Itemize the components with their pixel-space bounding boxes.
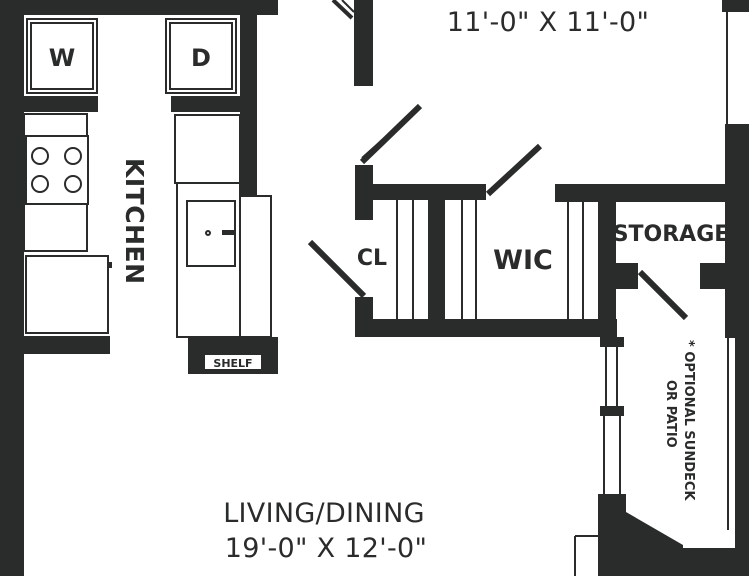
wic-door [485,143,543,197]
shelf-plate [203,353,263,371]
left-exterior-wall [0,0,24,576]
bedroom-door-swing [331,0,354,20]
kitchen-label: KITCHEN [120,158,149,285]
bedroom-wall-stub [354,0,373,86]
closet-bottom-wall [355,319,617,337]
stove [25,135,89,205]
burner-1 [31,147,49,165]
storage-door [637,269,689,321]
right-exterior-wall-upper [725,124,749,338]
bedroom-door-swing-b [341,0,355,13]
wic-label: WIC [493,245,553,276]
bottom-right-structure [598,494,683,576]
bedroom-dimensions: 11'-0" X 11'-0" [447,7,649,38]
right-upper-counter [174,114,241,184]
dryer-label: D [191,44,211,72]
washer-inner [30,22,94,90]
thin-walls [396,12,729,576]
shelf-label: SHELF [213,357,252,370]
closet-door-bottom [307,239,367,299]
storage-jamb-right [700,263,727,289]
sundeck-note-line2: OR PATIO [663,380,678,448]
refrigerator-handle [108,262,112,268]
patio-door-post-upper [600,337,624,347]
closet-top-wall-b [555,184,727,202]
storage-label: STORAGE [613,222,730,247]
faucet [205,230,211,236]
doors [307,0,689,321]
closet-divider [428,184,445,337]
burner-2 [64,147,82,165]
laundry-right-wall [240,0,257,196]
washer-shelf [24,96,98,112]
sundeck-note: * OPTIONAL SUNDECK OR PATIO [663,340,696,501]
burner-4 [64,175,82,193]
right-exterior-wall-lower [735,338,749,576]
storage-left-wall [598,184,616,337]
washer-label: W [49,44,75,72]
laundry: W D [26,18,237,94]
storage-jamb-left [616,263,638,289]
kitchen-counter-end [24,336,110,354]
dryer-shelf [171,96,240,112]
counter-extension [239,195,272,338]
kitchen: SHELF KITCHEN [23,113,278,374]
bottom-right-block [683,548,749,576]
dryer-inner [169,22,233,90]
faucet-handle [222,230,236,235]
closet-top-wall-a [355,184,486,200]
top-wall [0,0,278,15]
burner-3 [31,175,49,193]
closet-door-top-panel [361,107,419,159]
sundeck-note-line1: * OPTIONAL SUNDECK [681,340,696,501]
living-name: LIVING/DINING [223,498,425,529]
patio-door-post-lower [600,406,624,416]
top-right-corner [722,0,749,12]
closet-label: CL [357,246,387,271]
refrigerator [25,255,109,334]
living-dimensions: 19'-0" X 12'-0" [225,533,427,564]
